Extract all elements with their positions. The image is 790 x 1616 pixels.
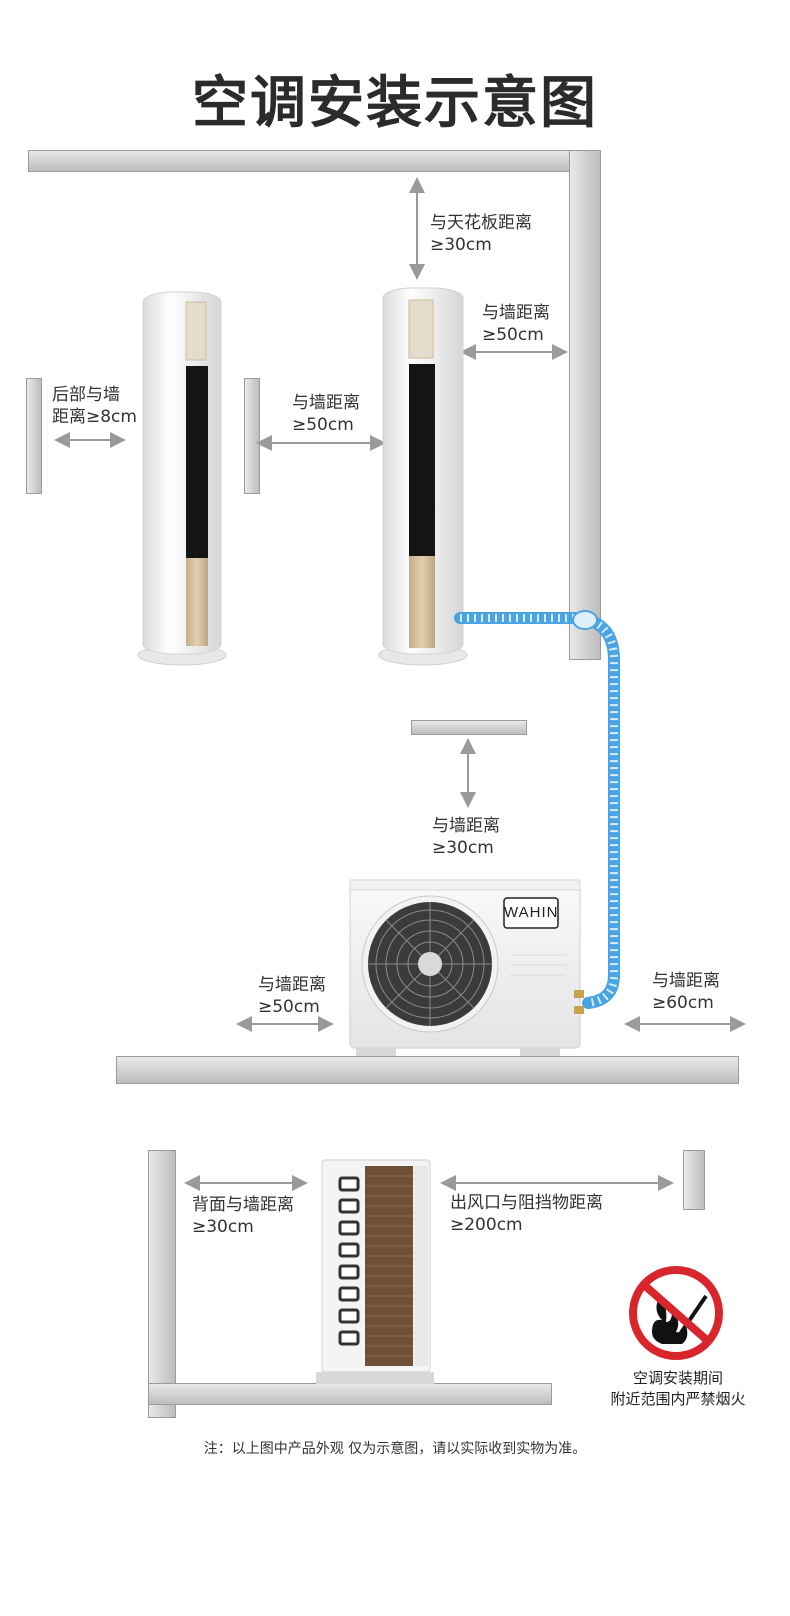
right-wall-distance-label: 与墙距离 ≥50cm — [482, 302, 550, 346]
outdoor-right-distance-label: 与墙距离 ≥60cm — [652, 970, 720, 1014]
right-wall — [569, 150, 601, 660]
brand-logo: WAHIN — [504, 904, 559, 921]
outdoor-right-distance-value: ≥60cm — [652, 993, 714, 1013]
back-wall-distance-value: 距离≥8cm — [52, 407, 137, 427]
indoor-unit-right — [378, 287, 468, 666]
disclaimer-note: 注：以上图中产品外观 仅为示意图，请以实际收到实物为准。 — [203, 1441, 587, 1457]
no-smoking-icon — [629, 1266, 723, 1360]
outdoor-unit — [349, 879, 584, 1056]
outdoor-unit-rear-view — [316, 1159, 434, 1384]
outdoor-top-wall — [411, 720, 527, 735]
between-units-distance-value: ≥50cm — [292, 415, 354, 435]
ceiling-distance-title: 与天花板距离 — [430, 213, 532, 233]
ceiling-distance-label: 与天花板距离 ≥30cm — [430, 212, 532, 256]
right-wall-distance-title: 与墙距离 — [482, 303, 550, 323]
ceiling-distance-value: ≥30cm — [430, 235, 492, 255]
outdoor-left-distance-title: 与墙距离 — [258, 975, 326, 995]
rear-back-distance-title: 背面与墙距离 — [192, 1195, 294, 1215]
fire-warning-text: 空调安装期间 附近范围内严禁烟火 — [600, 1368, 756, 1410]
rear-view-back-wall — [148, 1150, 176, 1418]
rear-back-distance-value: ≥30cm — [192, 1217, 254, 1237]
outdoor-left-distance-label: 与墙距离 ≥50cm — [258, 974, 326, 1018]
fire-warning-line-1: 空调安装期间 — [632, 1369, 723, 1387]
back-wall-distance-label: 后部与墙 距离≥8cm — [52, 384, 137, 428]
back-wall-distance-title: 后部与墙 — [52, 385, 120, 405]
right-wall-distance-value: ≥50cm — [482, 325, 544, 345]
outdoor-left-distance-value: ≥50cm — [258, 997, 320, 1017]
rear-outlet-distance-label: 出风口与阻挡物距离 ≥200cm — [450, 1192, 603, 1236]
indoor-unit-left — [137, 291, 227, 666]
outdoor-top-distance-value: ≥30cm — [432, 838, 494, 858]
ground-floor — [116, 1056, 739, 1084]
rear-outlet-distance-value: ≥200cm — [450, 1215, 523, 1235]
outdoor-top-distance-title: 与墙距离 — [432, 816, 500, 836]
between-units-distance-title: 与墙距离 — [292, 393, 360, 413]
between-units-distance-label: 与墙距离 ≥50cm — [292, 392, 360, 436]
page-title: 空调安装示意图 — [192, 71, 598, 136]
rear-outlet-distance-title: 出风口与阻挡物距离 — [450, 1193, 603, 1213]
rear-view-obstacle — [683, 1150, 705, 1210]
outdoor-top-distance-label: 与墙距离 ≥30cm — [432, 815, 500, 859]
left-wall-segment — [26, 378, 42, 494]
outdoor-right-distance-title: 与墙距离 — [652, 971, 720, 991]
fire-warning-line-2: 附近范围内严禁烟火 — [610, 1390, 746, 1408]
rear-back-distance-label: 背面与墙距离 ≥30cm — [192, 1194, 294, 1238]
refrigerant-pipe — [454, 610, 620, 1009]
